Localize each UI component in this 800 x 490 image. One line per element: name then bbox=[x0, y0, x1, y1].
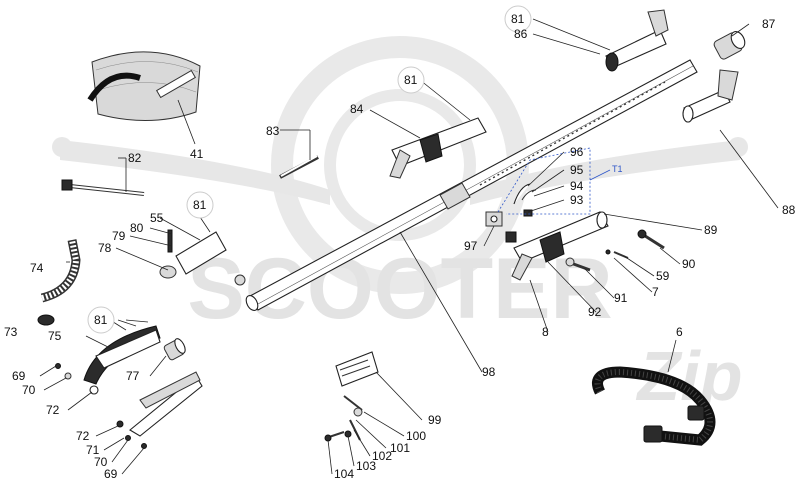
handle-84 bbox=[389, 117, 487, 179]
ring-73 bbox=[37, 314, 55, 326]
callout-98: 98 bbox=[482, 365, 496, 379]
guard-75 bbox=[83, 325, 161, 385]
callout-87: 87 bbox=[762, 17, 776, 31]
watermark: SCOOTER Zip bbox=[52, 36, 748, 415]
callout-t1: T1 bbox=[612, 164, 623, 174]
callout-7: 7 bbox=[652, 285, 659, 299]
callout-94: 94 bbox=[570, 179, 584, 193]
callout-81b: 81 bbox=[404, 73, 418, 87]
callout-92: 92 bbox=[588, 305, 602, 319]
grass-bag bbox=[87, 51, 201, 122]
callout-88: 88 bbox=[782, 203, 796, 217]
callout-82: 82 bbox=[128, 151, 142, 165]
callout-6: 6 bbox=[676, 325, 683, 339]
callout-100: 100 bbox=[406, 429, 426, 443]
end-cap-87 bbox=[713, 31, 746, 60]
hose-74 bbox=[40, 239, 81, 303]
callout-90: 90 bbox=[682, 257, 696, 271]
callout-73: 73 bbox=[4, 325, 18, 339]
extension-hose-6 bbox=[592, 366, 716, 446]
callout-70b: 70 bbox=[94, 455, 108, 469]
lower-guard-71 bbox=[116, 371, 203, 437]
callout-95: 95 bbox=[570, 163, 584, 177]
cutter-housing-55 bbox=[159, 229, 246, 286]
callout-91: 91 bbox=[614, 291, 628, 305]
callout-75: 75 bbox=[48, 329, 62, 343]
callout-96: 96 bbox=[570, 145, 584, 159]
callout-81d: 81 bbox=[94, 313, 108, 327]
callout-59: 59 bbox=[656, 269, 670, 283]
callout-97: 97 bbox=[464, 239, 478, 253]
callout-69b: 69 bbox=[104, 467, 118, 481]
callout-74: 74 bbox=[30, 261, 44, 275]
callout-80: 80 bbox=[130, 221, 144, 235]
callout-84: 84 bbox=[350, 102, 364, 116]
callout-72a: 72 bbox=[46, 403, 60, 417]
trigger-parts-100-104 bbox=[324, 395, 363, 442]
switch-block-99 bbox=[335, 351, 379, 387]
callout-102: 102 bbox=[372, 449, 392, 463]
auxiliary-handle-88 bbox=[682, 69, 739, 123]
callout-69a: 69 bbox=[12, 369, 26, 383]
callout-8: 8 bbox=[542, 325, 549, 339]
handle-clamp-86 bbox=[605, 9, 669, 72]
watermark-text-main: SCOOTER bbox=[187, 241, 612, 337]
callout-81c: 81 bbox=[193, 198, 207, 212]
leader-lines bbox=[39, 18, 779, 475]
callout-104: 104 bbox=[334, 467, 354, 481]
callout-41: 41 bbox=[190, 147, 204, 161]
callout-labels: 81 86 87 81 84 41 83 82 88 96 95 94 93 T… bbox=[4, 12, 796, 481]
callout-93: 93 bbox=[570, 193, 584, 207]
callout-77: 77 bbox=[126, 369, 140, 383]
small-bolts-69-72 bbox=[55, 363, 147, 449]
switch-housing-89 bbox=[511, 211, 609, 281]
callout-86: 86 bbox=[514, 27, 528, 41]
circled-callouts bbox=[87, 5, 532, 334]
callout-101: 101 bbox=[390, 441, 410, 455]
callout-81a: 81 bbox=[511, 12, 525, 26]
callout-70a: 70 bbox=[22, 383, 36, 397]
callout-89: 89 bbox=[704, 223, 718, 237]
main-tube bbox=[245, 59, 698, 311]
callout-55: 55 bbox=[150, 211, 164, 225]
collar-77 bbox=[163, 338, 186, 361]
callout-71: 71 bbox=[86, 443, 100, 457]
callout-83: 83 bbox=[266, 124, 280, 138]
callout-72b: 72 bbox=[76, 429, 90, 443]
callout-99: 99 bbox=[428, 413, 442, 427]
callout-78: 78 bbox=[98, 241, 112, 255]
cable-with-plug bbox=[61, 179, 145, 196]
callout-79: 79 bbox=[112, 229, 126, 243]
callout-103: 103 bbox=[356, 459, 376, 473]
